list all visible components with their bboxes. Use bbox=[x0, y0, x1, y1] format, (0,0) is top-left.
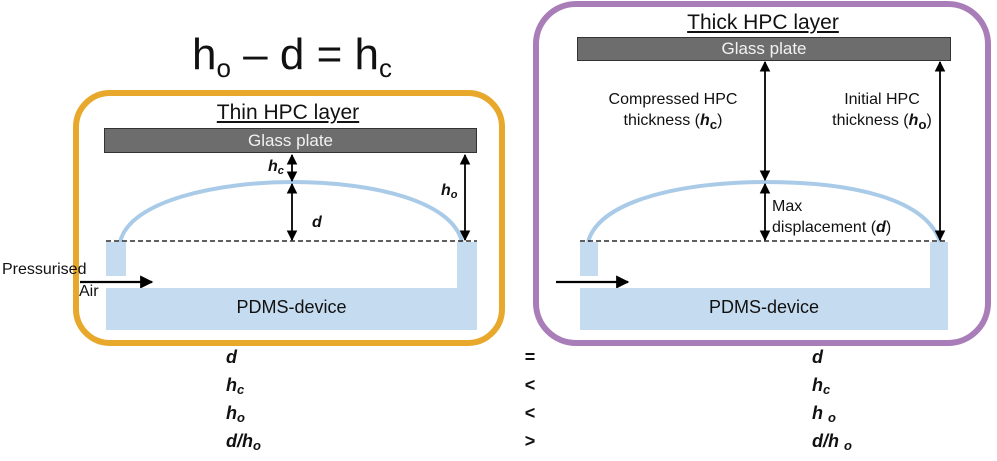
comparison-left-row: hc bbox=[226, 375, 245, 397]
comparison-left-row: d bbox=[226, 347, 237, 367]
comparison-operator: > bbox=[524, 431, 536, 451]
comparison-right-row: hc bbox=[812, 375, 831, 397]
comparison-operator: < bbox=[524, 403, 536, 423]
air-label-line1: Pressurised bbox=[2, 261, 87, 278]
equation-title: ho – d = hc bbox=[192, 30, 392, 83]
right-panel-border bbox=[533, 1, 991, 346]
comparison-left-row: ho bbox=[226, 403, 245, 425]
right-membrane bbox=[586, 179, 942, 243]
left-pdms-label: PDMS-device bbox=[236, 297, 347, 317]
left-pdms-wall-left bbox=[106, 242, 126, 276]
right-pdms-label: PDMS-device bbox=[708, 297, 820, 317]
compressed-thickness-label: Compressed HPC thickness (hc) bbox=[608, 91, 738, 133]
right-pdms-wall-right bbox=[930, 242, 948, 288]
comparison-operator: < bbox=[524, 375, 536, 395]
comparison-right-row: d bbox=[812, 347, 823, 367]
left-ho-label: ho bbox=[441, 182, 458, 201]
max-displacement-label: Max displacement (d) bbox=[772, 198, 892, 236]
left-pdms-device bbox=[106, 288, 477, 330]
left-panel-title: Thin HPC layer bbox=[216, 101, 360, 124]
comparison-operator: = bbox=[524, 347, 536, 367]
comparison-right-row: d/h o bbox=[812, 431, 852, 453]
comparison-table: d = d hc < hc ho < h o d/ho > d/h o bbox=[0, 346, 997, 458]
air-label-line2: Air bbox=[79, 283, 99, 300]
left-d-label: d bbox=[312, 214, 322, 231]
comparison-right-row: h o bbox=[812, 403, 836, 425]
left-panel-border bbox=[73, 90, 505, 346]
initial-thickness-label: Initial HPC thickness (ho) bbox=[832, 91, 932, 133]
left-hc-label: hc bbox=[268, 158, 284, 177]
comparison-left-row: d/ho bbox=[226, 431, 261, 453]
right-panel-title: Thick HPC layer bbox=[687, 11, 839, 34]
left-membrane bbox=[118, 179, 464, 243]
right-pdms-device bbox=[580, 288, 948, 330]
right-glass-plate: Glass plate bbox=[577, 37, 951, 61]
left-pdms-wall-right bbox=[457, 242, 477, 288]
right-pdms-wall-left bbox=[580, 242, 598, 276]
left-glass-plate: Glass plate bbox=[104, 128, 477, 153]
